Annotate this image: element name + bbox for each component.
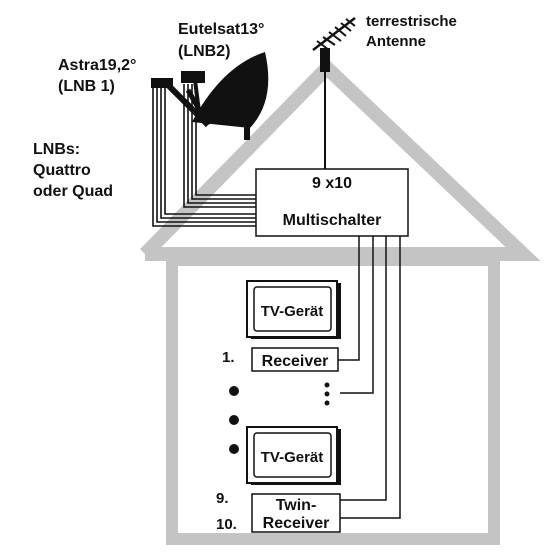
astra-name-label: Astra19,2°	[58, 57, 136, 74]
twin-receiver-label-line2: Receiver	[263, 515, 330, 532]
dish-reflector	[192, 52, 269, 128]
twin-receiver-label-line1: Twin-	[276, 497, 317, 514]
ellipsis-dots-right	[324, 382, 330, 406]
receiver-label: Receiver	[262, 353, 329, 370]
astra-lnb-label: (LNB 1)	[58, 78, 115, 95]
tv-label-1: TV-Gerät	[261, 303, 324, 320]
number-1-label: 1.	[222, 349, 235, 366]
eutelsat-lnb-label: (LNB2)	[178, 43, 230, 60]
antenna-label-line2: Antenne	[366, 33, 426, 50]
lnb-type-line1: LNBs:	[33, 141, 80, 158]
receiver-box	[251, 347, 339, 372]
tv-set-2	[246, 426, 341, 485]
astra-lnb-block	[151, 78, 173, 88]
lnb-type-line2: Quattro	[33, 162, 91, 179]
antenna-label-line1: terrestrische	[366, 13, 457, 30]
house-walls	[166, 254, 500, 545]
house-outline	[139, 58, 541, 545]
output-cables	[338, 236, 401, 519]
number-10-label: 10.	[216, 516, 237, 533]
twin-receiver-box	[251, 493, 341, 533]
ellipsis-dots-left	[229, 386, 239, 454]
tv-label-2: TV-Gerät	[261, 449, 324, 466]
lnb-cable-bundle	[152, 84, 256, 227]
eutelsat-name-label: Eutelsat13°	[178, 21, 264, 38]
multiswitch-box	[255, 168, 409, 237]
number-9-label: 9.	[216, 490, 229, 507]
antenna-mast-head	[320, 48, 330, 72]
lnb-type-line3: oder Quad	[33, 183, 113, 200]
tv-set-1	[246, 280, 341, 339]
eutelsat-dish	[181, 52, 269, 140]
terrestrial-antenna	[312, 17, 356, 170]
eutelsat-lnb-block	[181, 71, 205, 83]
multiswitch-label-line1: 9 x10	[312, 175, 352, 192]
multiswitch-label-line2: Multischalter	[283, 212, 382, 229]
